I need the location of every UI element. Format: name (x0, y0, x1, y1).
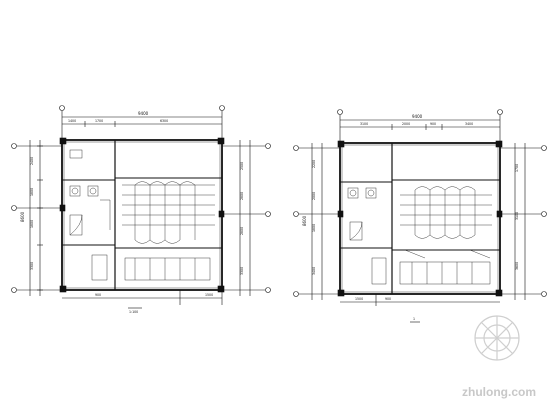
left-floor-plan: 9400 1400 1700 6300 2400 1800 1800 3300 … (11, 105, 271, 314)
left-dim-1: 2200 (312, 160, 316, 168)
column (337, 289, 345, 297)
bottom-dim-1: 1500 (355, 297, 363, 301)
right-dim-3: 3600 (515, 262, 519, 270)
axis-bubble-right-2 (541, 211, 547, 217)
right-plan-scale: 1 (413, 317, 415, 321)
column (217, 137, 225, 145)
right-dim-2: 3100 (515, 212, 519, 220)
column (59, 285, 67, 293)
right-dim-2: 2800 (240, 192, 244, 200)
column (59, 204, 66, 212)
left-plan-scale: 1:100 (129, 310, 138, 314)
axis-bubble-right-2 (265, 211, 271, 217)
watermark-text: zhulong.com (462, 385, 536, 399)
left-dim-2: 2000 (312, 192, 316, 200)
column (495, 289, 503, 297)
bottom-dim-2: 1500 (205, 293, 213, 297)
top-dim-3: 6300 (160, 119, 168, 123)
watermark: zhulong.com (462, 315, 536, 399)
axis-bubble-top-left (337, 109, 343, 115)
top-dim-1: 1400 (68, 119, 76, 123)
overall-height-label: 8600 (302, 215, 307, 226)
column (218, 210, 225, 218)
column (217, 285, 225, 293)
left-dim-2: 1800 (30, 188, 34, 196)
bottom-dim-1: 900 (95, 293, 101, 297)
right-dim-3: 2800 (240, 227, 244, 235)
toilet-stalls (122, 181, 215, 244)
axis-bubble-right-1 (265, 143, 271, 149)
right-floor-plan: 9400 3100 2000 900 3400 2200 2000 1800 3… (293, 109, 547, 323)
top-dim-4: 3400 (465, 122, 473, 126)
left-dim-1: 2400 (30, 157, 34, 165)
axis-bubble-left-3 (11, 287, 17, 293)
top-dim-2: 2000 (402, 122, 410, 126)
column (337, 210, 344, 218)
outer-wall (339, 142, 501, 295)
top-dim-2: 1700 (95, 119, 103, 123)
column (496, 210, 503, 218)
axis-bubble-left-1 (293, 145, 299, 151)
bottom-dim-2: 900 (385, 297, 391, 301)
axis-bubble-right-1 (541, 145, 547, 151)
axis-bubble-right-3 (541, 291, 547, 297)
right-dim-4: 3300 (240, 267, 244, 275)
column (337, 140, 345, 148)
axis-bubble-top-right (497, 109, 503, 115)
axis-bubble-right-3 (265, 287, 271, 293)
top-dim-3: 900 (430, 122, 436, 126)
overall-height-label: 8600 (20, 211, 25, 222)
left-dim-3: 1800 (312, 224, 316, 232)
room-fixtures (347, 187, 491, 285)
column (495, 140, 503, 148)
toilet-stalls (400, 186, 492, 239)
axis-bubble-top-left (59, 105, 65, 111)
zhulong-logo-icon (474, 315, 520, 361)
left-dim-3: 1800 (30, 220, 34, 228)
left-dim-4: 3400 (312, 267, 316, 275)
right-dim-1: 2500 (240, 162, 244, 170)
axis-bubble-top-right (219, 105, 225, 111)
right-dim-1: 1700 (515, 164, 519, 172)
room-fixtures (69, 149, 211, 281)
top-dim-1: 3100 (360, 122, 368, 126)
overall-dimension-label: 9400 (138, 111, 149, 116)
axis-bubble-left-1 (11, 143, 17, 149)
column (59, 137, 67, 145)
axis-bubble-left-3 (293, 291, 299, 297)
axis-bubble-left-2 (293, 211, 299, 217)
axis-bubble-left-2 (11, 205, 17, 211)
overall-dimension-label: 9400 (412, 114, 423, 119)
left-dim-4: 3300 (30, 262, 34, 270)
